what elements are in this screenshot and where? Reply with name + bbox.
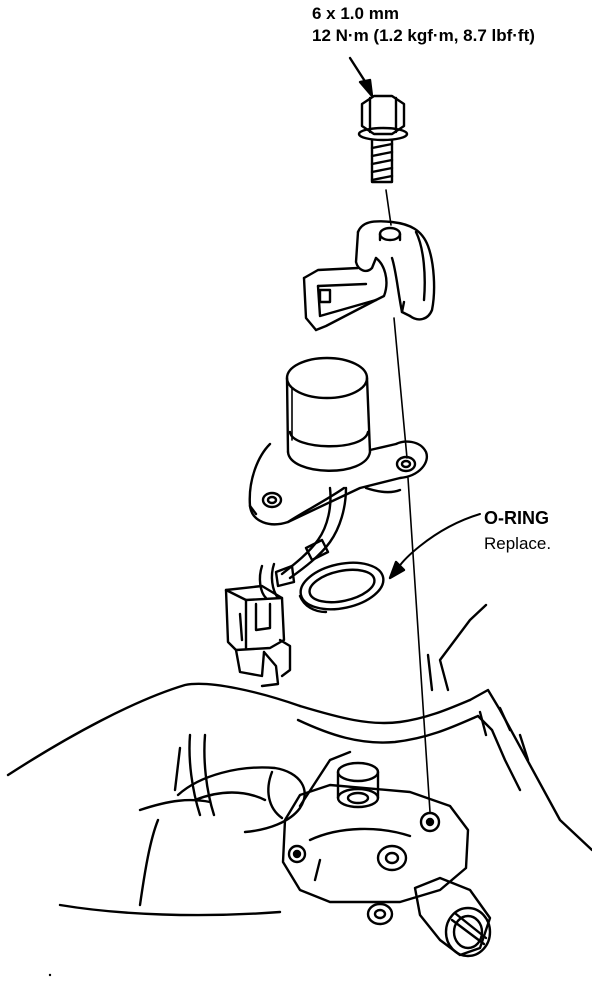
electrical-connector bbox=[224, 562, 292, 688]
o-ring-leader-arrow bbox=[388, 513, 481, 580]
o-ring-note-label: Replace. bbox=[484, 534, 552, 553]
mounting-boss bbox=[281, 761, 470, 904]
installation-centerline bbox=[385, 189, 431, 813]
bolt-leader-arrow bbox=[348, 56, 374, 98]
o-ring-title-label: O-RING bbox=[484, 508, 549, 528]
o-ring bbox=[298, 561, 385, 614]
hose-fittings bbox=[366, 844, 492, 958]
bolt-size-label: 6 x 1.0 mm bbox=[312, 4, 399, 23]
flange-bolt bbox=[357, 94, 409, 184]
housing-outline bbox=[6, 603, 592, 917]
scan-speck bbox=[48, 973, 52, 977]
casting-lobe bbox=[138, 766, 306, 834]
solenoid-sensor bbox=[248, 356, 429, 588]
bolt-torque-label: 12 N·m (1.2 kgf·m, 8.7 lbf·ft) bbox=[312, 26, 535, 45]
mounting-bracket bbox=[302, 220, 436, 332]
